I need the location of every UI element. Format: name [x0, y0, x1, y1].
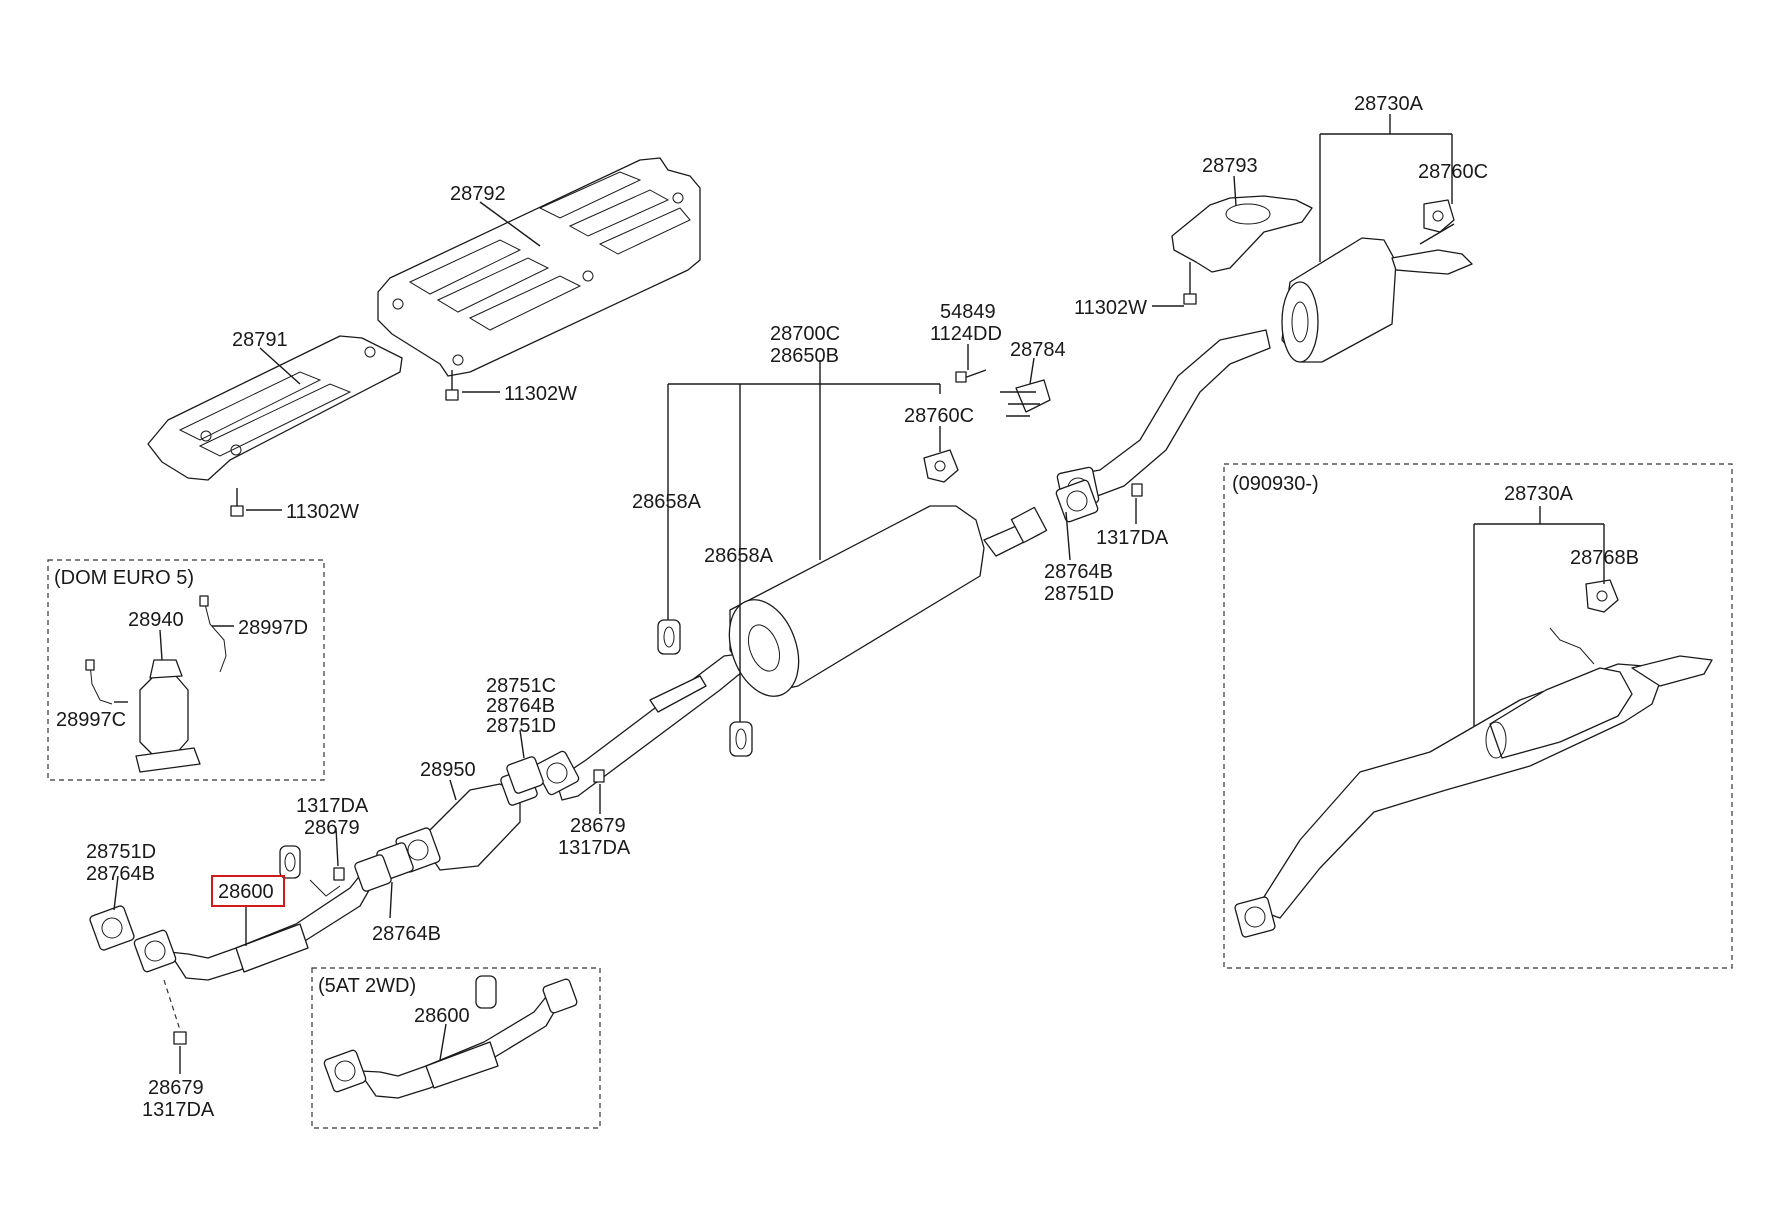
rubber-hanger-28768b-icon[interactable] [1585, 579, 1619, 613]
heat-shield-28791[interactable] [147, 335, 403, 481]
gasket-28751d-icon[interactable] [89, 905, 135, 951]
part-label-28764b[interactable]: 28764B [1044, 561, 1113, 583]
nut-1317da-icon[interactable] [333, 867, 345, 881]
gasket-28764b-icon[interactable] [506, 756, 544, 794]
part-label-28950[interactable]: 28950 [420, 759, 476, 781]
bolt-54849-icon[interactable] [955, 369, 987, 383]
part-label-28940[interactable]: 28940 [128, 609, 184, 631]
part-label-11302w[interactable]: 11302W [504, 383, 577, 405]
rear-muffler-28730a[interactable] [1056, 237, 1473, 510]
part-label-28997c[interactable]: 28997C [56, 709, 126, 731]
variant-label-dom-euro5: (DOM EURO 5) [54, 567, 194, 589]
nut-1317da-icon[interactable] [1131, 483, 1143, 497]
bracket-28784-icon[interactable] [1000, 379, 1051, 417]
part-label-1124dd[interactable]: 1124DD [930, 323, 1002, 345]
part-label-28784[interactable]: 28784 [1010, 339, 1066, 361]
part-label-28679[interactable]: 28679 [570, 815, 626, 837]
variant-label-090930: (090930-) [1232, 473, 1319, 495]
part-label-28764b[interactable]: 28764B [486, 695, 555, 717]
heat-shield-28793[interactable] [1171, 195, 1313, 273]
part-label-28679[interactable]: 28679 [304, 817, 360, 839]
part-label-28700c[interactable]: 28700C [770, 323, 840, 345]
part-label-28650b[interactable]: 28650B [770, 345, 839, 367]
rubber-hanger-28658a-icon[interactable] [729, 721, 753, 757]
front-pipe-28600-5at-2wd[interactable] [323, 975, 578, 1099]
leader-lines [113, 114, 1605, 1074]
part-label-1317da[interactable]: 1317DA [142, 1099, 215, 1121]
part-label-28730a[interactable]: 28730A [1354, 93, 1424, 115]
part-label-1317da[interactable]: 1317DA [1096, 527, 1169, 549]
part-label-28791[interactable]: 28791 [232, 329, 288, 351]
variant-box-090930 [1223, 463, 1733, 969]
catalytic-converter-28940[interactable] [135, 659, 201, 773]
variant-box-dom-euro5 [47, 559, 325, 781]
oxygen-sensor-28997c-icon[interactable] [85, 659, 113, 705]
part-label-28751d[interactable]: 28751D [86, 841, 156, 863]
center-muffler-28700c[interactable] [534, 505, 1048, 801]
part-label-28730a[interactable]: 28730A [1504, 483, 1574, 505]
rubber-hanger-icon[interactable] [279, 845, 301, 879]
part-label-28751d[interactable]: 28751D [1044, 583, 1114, 605]
rear-muffler-28730a-variant[interactable] [1234, 627, 1713, 938]
part-label-28792[interactable]: 28792 [450, 183, 506, 205]
nut-28679-icon[interactable] [173, 1031, 187, 1045]
rubber-hanger-28760c-icon[interactable] [1419, 199, 1455, 245]
part-label-28760c[interactable]: 28760C [1418, 161, 1488, 183]
bolt-11302w-icon[interactable] [1183, 262, 1197, 305]
variant-box-5at-2wd [311, 967, 601, 1129]
part-label-1317da[interactable]: 1317DA [296, 795, 369, 817]
part-label-28679[interactable]: 28679 [148, 1077, 204, 1099]
nut-28679-icon[interactable] [593, 769, 605, 783]
part-label-28751c[interactable]: 28751C [486, 675, 556, 697]
part-label-28760c[interactable]: 28760C [904, 405, 974, 427]
front-pipe-28600[interactable] [133, 854, 392, 981]
bolt-11302w-icon[interactable] [230, 488, 244, 517]
part-label-11302w[interactable]: 11302W [1074, 297, 1147, 319]
part-label-1317da[interactable]: 1317DA [558, 837, 631, 859]
variant-label-5at-2wd: (5AT 2WD) [318, 975, 416, 997]
part-label-28768b[interactable]: 28768B [1570, 547, 1639, 569]
part-label-11302w[interactable]: 11302W [286, 501, 359, 523]
rubber-hanger-28760c-icon[interactable] [923, 449, 959, 483]
heat-shield-28792[interactable] [377, 157, 701, 377]
part-label-28658a[interactable]: 28658A [704, 545, 774, 567]
part-label-54849[interactable]: 54849 [940, 301, 996, 323]
flange-gasket-28764b-icon[interactable] [1055, 479, 1099, 523]
highlight-28600 [211, 875, 285, 907]
part-label-28600[interactable]: 28600 [414, 1005, 470, 1027]
part-label-28997d[interactable]: 28997D [238, 617, 308, 639]
part-label-28793[interactable]: 28793 [1202, 155, 1258, 177]
part-label-28764b[interactable]: 28764B [86, 863, 155, 885]
rubber-hanger-28658a-icon[interactable] [657, 619, 681, 655]
part-label-28764b[interactable]: 28764B [372, 923, 441, 945]
part-label-28658a[interactable]: 28658A [632, 491, 702, 513]
part-label-28751d[interactable]: 28751D [486, 715, 556, 737]
oxygen-sensor-28997d-icon[interactable] [199, 595, 227, 673]
part-label-28600[interactable]: 28600 [218, 881, 274, 903]
bolt-11302w-icon[interactable] [445, 370, 459, 401]
